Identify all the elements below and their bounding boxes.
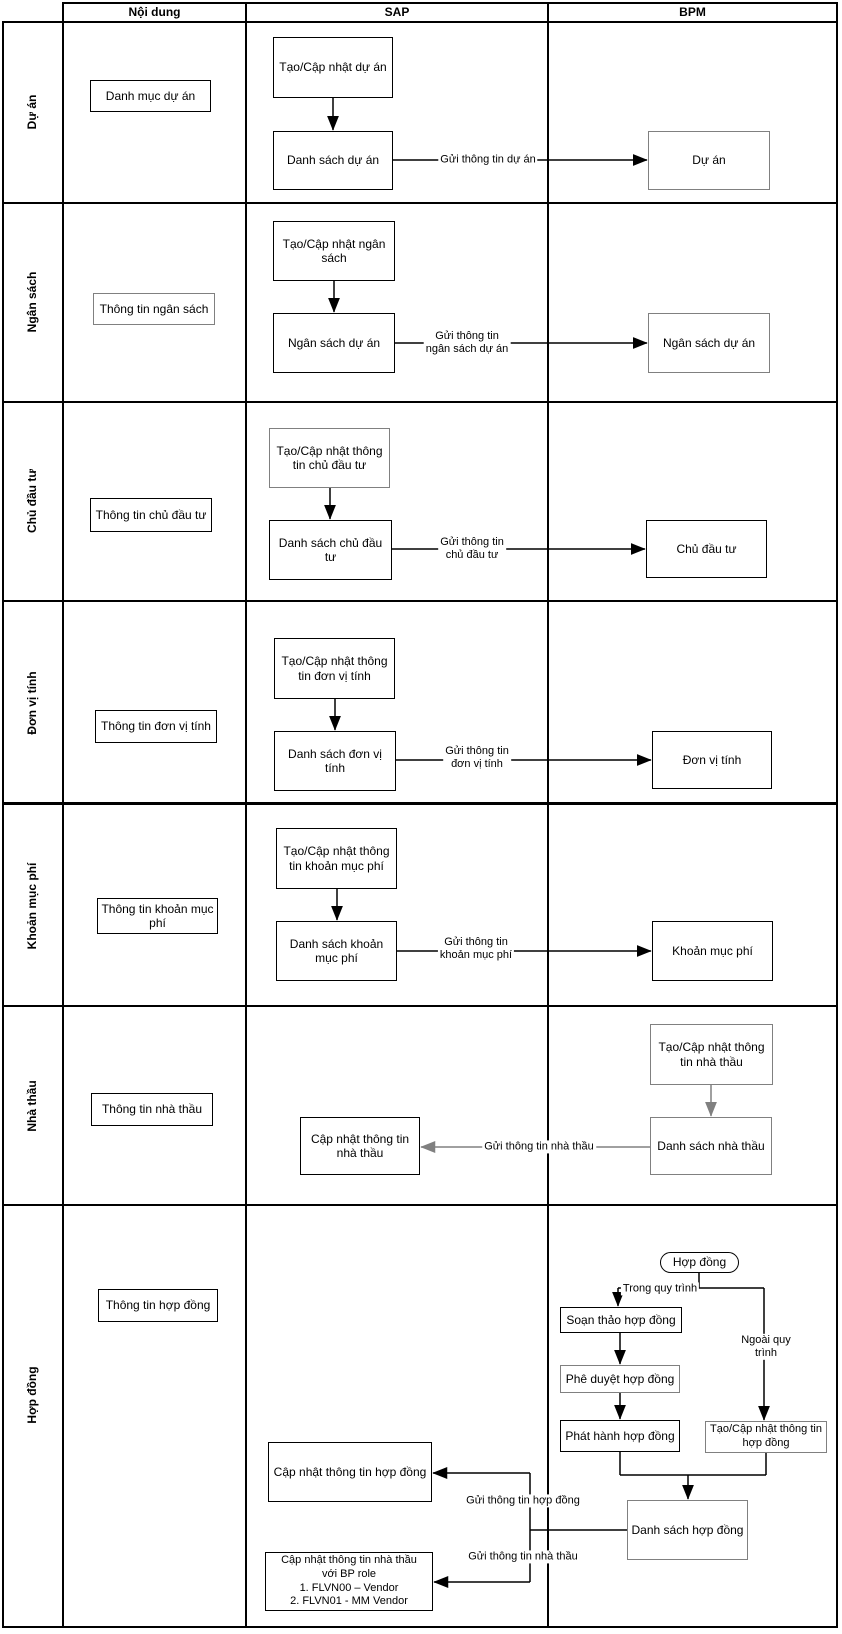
box-tao-cap-nhat-khoan-muc-phi: Tạo/Cập nhật thông tin khoản mục phí [276, 828, 397, 889]
edge-label-gui-thong-tin-nha-thau-2: Gửi thông tin nhà thầu [466, 1550, 580, 1564]
box-bpm-don-vi-tinh: Đơn vị tính [652, 731, 772, 789]
grid-line [2, 1005, 838, 1007]
header-sap: SAP [384, 5, 410, 19]
grid-line [2, 21, 838, 23]
box-danh-muc-du-an: Danh mục dự án [90, 80, 211, 112]
edge-label-gui-thong-tin-hop-dong: Gửi thông tin hợp đồng [464, 1494, 582, 1508]
box-bpm-khoan-muc-phi: Khoản mục phí [652, 921, 773, 981]
box-danh-sach-du-an: Danh sách dự án [273, 131, 393, 190]
lane-label-ngan-sach: Ngân sách [25, 271, 39, 333]
box-thong-tin-khoan-muc-phi: Thông tin khoản mục phí [97, 898, 218, 934]
edge-label-ngoai-quy-trinh: Ngoài quy trình [728, 1333, 804, 1361]
box-cap-nhat-thong-tin-nha-thau: Cập nhật thông tin nhà thầu [300, 1117, 420, 1175]
grid-line [836, 2, 838, 1628]
box-cap-nhat-thong-tin-hop-dong: Cập nhật thông tin hợp đồng [268, 1442, 432, 1502]
box-bpm-ngan-sach-du-an: Ngân sách dự án [648, 313, 770, 373]
lane-label-khoan-muc-phi: Khoản mục phí [25, 862, 39, 950]
grid-line [2, 600, 838, 602]
box-danh-sach-chu-dau-tu: Danh sách chủ đầu tư [269, 520, 392, 580]
box-tao-cap-nhat-don-vi-tinh: Tạo/Cập nhật thông tin đơn vị tính [274, 638, 395, 699]
lane-label-hop-dong: Hợp đồng [25, 1366, 39, 1424]
box-tao-cap-nhat-nha-thau: Tạo/Cập nhật thông tin nhà thầu [650, 1024, 773, 1085]
box-cap-nhat-nha-thau-bp-role: Cập nhật thông tin nhà thầu với BP role … [265, 1552, 433, 1611]
box-sap-ngan-sach-du-an: Ngân sách dự án [273, 313, 395, 373]
edge-label-gui-thong-tin-don-vi-tinh: Gửi thông tin đơn vị tính [443, 744, 511, 772]
lane-label-du-an: Dự án [25, 94, 39, 130]
box-danh-sach-don-vi-tinh: Danh sách đơn vị tính [274, 731, 396, 791]
edge-label-gui-thong-tin-ngan-sach: Gửi thông tin ngân sách dự án [423, 329, 511, 357]
box-soan-thao-hop-dong: Soạn thảo hợp đồng [560, 1307, 682, 1333]
edge-label-gui-thong-tin-chu-dau-tu: Gửi thông tin chủ đầu tư [438, 535, 506, 563]
header-noi-dung: Nội dung [128, 5, 181, 19]
grid-line [62, 2, 838, 4]
box-danh-sach-nha-thau: Danh sách nhà thầu [650, 1117, 772, 1175]
edge-label-trong-quy-trinh: Trong quy trình [620, 1282, 700, 1296]
edge-label-gui-thong-tin-nha-thau: Gửi thông tin nhà thầu [482, 1140, 596, 1154]
box-thong-tin-hop-dong: Thông tin hợp đồng [98, 1289, 218, 1322]
grid-line [62, 2, 64, 1628]
box-danh-sach-hop-dong: Danh sách hợp đồng [627, 1500, 748, 1560]
lane-label-chu-dau-tu: Chủ đầu tư [25, 468, 39, 534]
box-bpm-du-an: Dự án [648, 131, 770, 190]
grid-line [245, 2, 247, 1628]
edge-label-gui-thong-tin-du-an: Gửi thông tin dự án [438, 153, 538, 167]
start-hop-dong: Hợp đồng [660, 1252, 739, 1273]
grid-line [2, 202, 838, 204]
grid-line [2, 1626, 838, 1628]
box-tao-cap-nhat-ngan-sach: Tạo/Cập nhật ngân sách [273, 221, 395, 281]
grid-line [2, 802, 838, 805]
box-thong-tin-don-vi-tinh: Thông tin đơn vị tính [95, 710, 217, 743]
grid-line [547, 2, 549, 1628]
edge-label-gui-thong-tin-khoan-muc-phi: Gửi thông tin khoản mục phí [437, 935, 515, 963]
box-phe-duyet-hop-dong: Phê duyệt hợp đồng [560, 1365, 680, 1393]
box-bpm-chu-dau-tu: Chủ đầu tư [646, 520, 767, 578]
header-bpm: BPM [679, 5, 706, 19]
box-thong-tin-ngan-sach: Thông tin ngân sách [93, 293, 215, 325]
grid-line [2, 22, 4, 1628]
box-tao-cap-nhat-hop-dong: Tạo/Cập nhật thông tin hợp đồng [705, 1421, 827, 1453]
lane-label-don-vi-tinh: Đơn vị tính [25, 671, 39, 735]
box-tao-cap-nhat-chu-dau-tu: Tạo/Cập nhật thông tin chủ đầu tư [269, 428, 390, 488]
box-thong-tin-nha-thau: Thông tin nhà thầu [91, 1093, 213, 1126]
grid-line [2, 401, 838, 403]
grid-line [2, 1204, 838, 1206]
box-tao-cap-nhat-du-an: Tạo/Cập nhật dự án [273, 37, 393, 98]
box-thong-tin-chu-dau-tu: Thông tin chủ đầu tư [90, 498, 212, 532]
lane-label-nha-thau: Nhà thầu [25, 1080, 39, 1132]
box-danh-sach-khoan-muc-phi: Danh sách khoản mục phí [276, 921, 397, 981]
box-phat-hanh-hop-dong: Phát hành hợp đồng [560, 1420, 680, 1452]
